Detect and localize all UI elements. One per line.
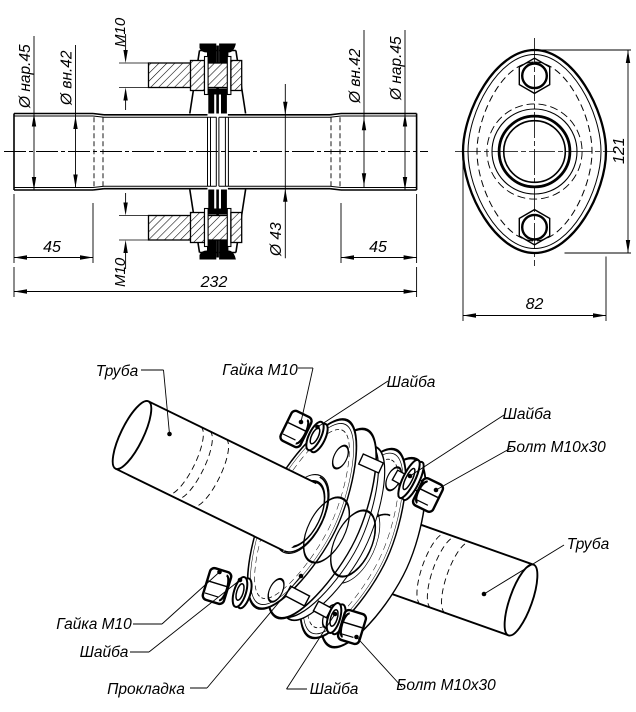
svg-text:Шайба: Шайба	[387, 374, 436, 391]
svg-text:82: 82	[526, 296, 544, 313]
svg-text:Шайба: Шайба	[310, 681, 359, 698]
svg-text:Ø вн.42: Ø вн.42	[347, 48, 364, 104]
svg-text:М10: М10	[112, 17, 129, 47]
svg-text:Ø 43: Ø 43	[268, 222, 285, 257]
svg-text:М10: М10	[112, 257, 129, 287]
svg-text:Труба: Труба	[567, 536, 610, 553]
svg-text:Гайка М10: Гайка М10	[56, 616, 132, 633]
svg-text:Шайба: Шайба	[503, 406, 552, 423]
svg-text:121: 121	[611, 137, 628, 164]
svg-text:Ø нар.45: Ø нар.45	[388, 36, 405, 101]
svg-text:232: 232	[200, 274, 228, 291]
svg-text:Ø нар.45: Ø нар.45	[17, 44, 34, 109]
svg-text:45: 45	[369, 239, 387, 256]
svg-text:Ø вн.42: Ø вн.42	[59, 50, 76, 106]
svg-text:Шайба: Шайба	[80, 644, 129, 661]
svg-text:Прокладка: Прокладка	[107, 681, 185, 698]
svg-text:Гайка М10: Гайка М10	[222, 362, 298, 379]
svg-text:Болт М10х30: Болт М10х30	[506, 439, 606, 456]
svg-text:Болт М10х30: Болт М10х30	[396, 677, 496, 694]
svg-text:Труба: Труба	[96, 363, 139, 380]
svg-text:45: 45	[43, 239, 61, 256]
